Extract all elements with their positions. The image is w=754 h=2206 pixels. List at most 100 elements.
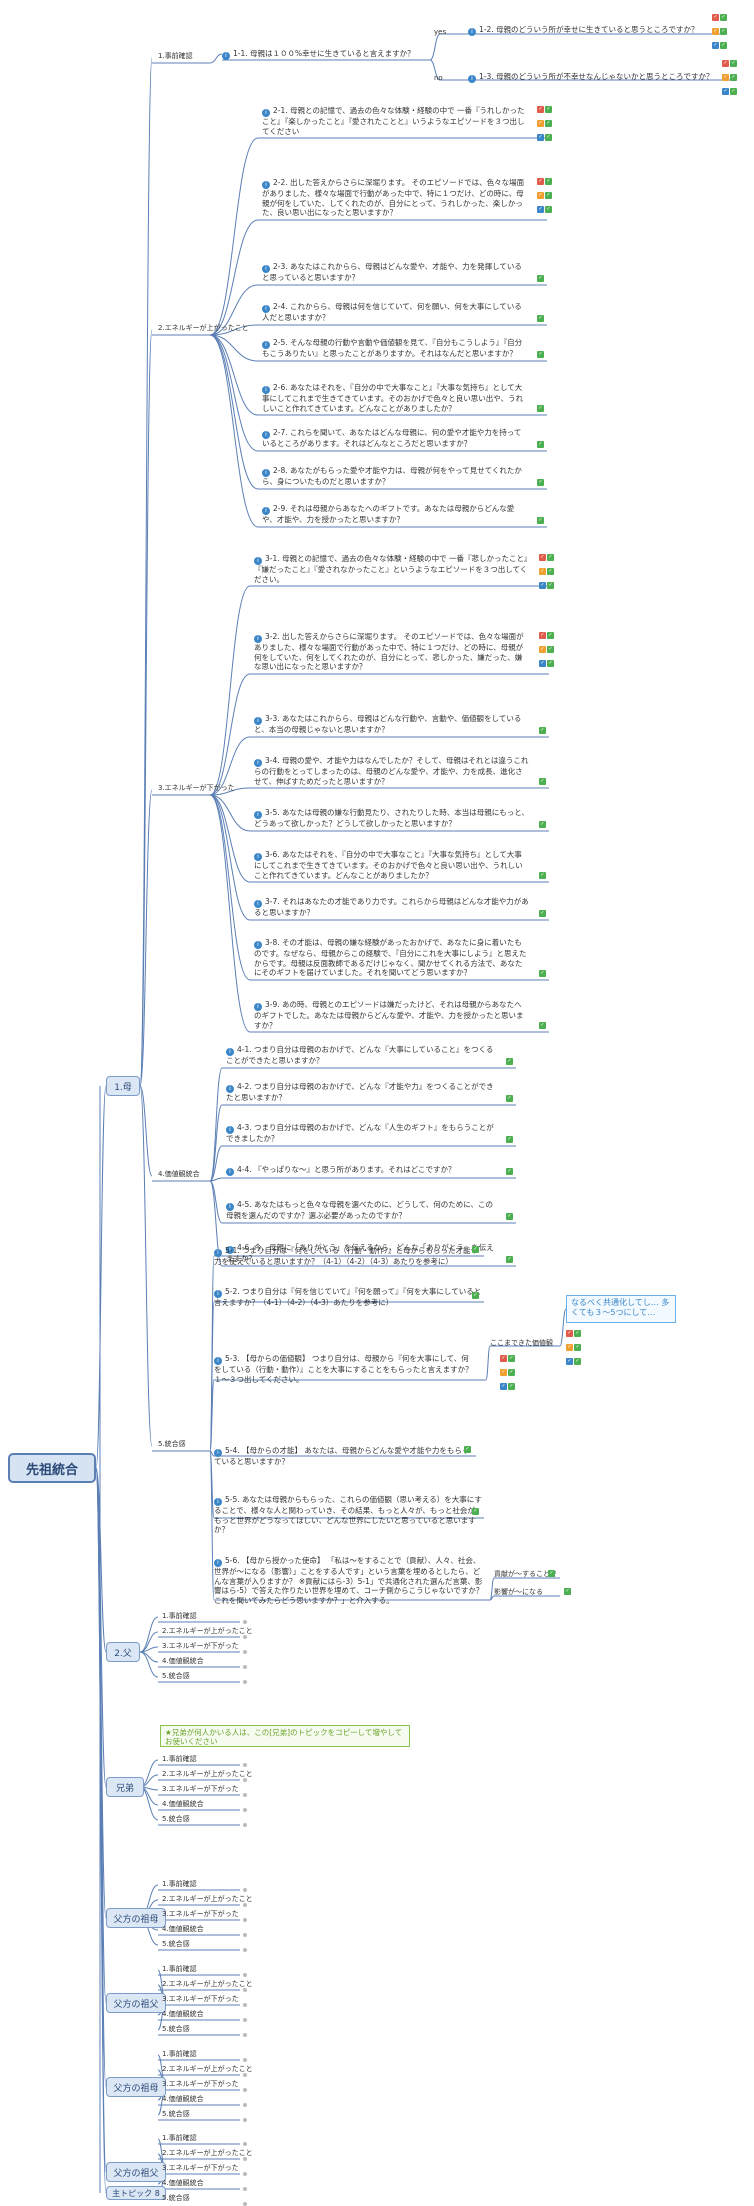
collapse-icon[interactable] (243, 1620, 247, 1624)
sub-section-5[interactable]: 5.統合感 (162, 2110, 190, 2118)
sub-section-3[interactable]: 3.エネルギーが下がった (162, 1995, 239, 2003)
sub-section-5[interactable]: 5.統合感 (162, 1672, 190, 1680)
main-topic-paternal-grandfather-1[interactable]: 父方の祖父 (106, 1993, 166, 2013)
root-topic[interactable]: 先祖統合 (8, 1453, 96, 1483)
mother-sec-2[interactable]: 2.エネルギーが上がったこと (158, 324, 249, 332)
collapse-icon[interactable] (243, 1665, 247, 1669)
collapse-icon[interactable] (243, 1763, 247, 1767)
sub-section-4[interactable]: 4.価値観統合 (162, 2179, 204, 2187)
sub-section-2[interactable]: 2.エネルギーが上がったこと (162, 1980, 253, 1988)
q-1-1-yes[interactable]: yes (434, 28, 447, 36)
collapse-icon[interactable] (243, 1903, 247, 1907)
sub-section-1[interactable]: 1.事前確認 (162, 2050, 197, 2058)
q-1-1-no[interactable]: no (434, 74, 443, 82)
sub-section-3[interactable]: 3.エネルギーが下がった (162, 2080, 239, 2088)
collapse-icon[interactable] (243, 2187, 247, 2191)
collapse-icon[interactable] (243, 2142, 247, 2146)
collapse-icon[interactable] (243, 1650, 247, 1654)
collapse-icon[interactable] (243, 1918, 247, 1922)
collapse-icon[interactable] (243, 2118, 247, 2122)
sub-section-2[interactable]: 2.エネルギーが上がったこと (162, 1895, 253, 1903)
sub-section-5[interactable]: 5.統合感 (162, 2194, 190, 2202)
sub-section-3[interactable]: 3.エネルギーが下がった (162, 1785, 239, 1793)
sub-section-3[interactable]: 3.エネルギーが下がった (162, 2164, 239, 2172)
mother-sec-4[interactable]: 4.価値観統合 (158, 1170, 200, 1178)
sub-section-2[interactable]: 2.エネルギーが上がったこと (162, 1770, 253, 1778)
collapse-icon[interactable] (243, 1778, 247, 1782)
main-topic-8[interactable]: 主トピック 8 (106, 2186, 166, 2200)
collapse-icon[interactable] (243, 1948, 247, 1952)
collapse-icon[interactable] (243, 1888, 247, 1892)
main-topic-paternal-grandfather-2[interactable]: 父方の祖父 (106, 2162, 166, 2182)
collapse-icon[interactable] (243, 1973, 247, 1977)
main-topic-paternal-grandmother-1[interactable]: 父方の祖母 (106, 1908, 166, 1928)
main-topic-mother[interactable]: 1.母 (106, 1076, 140, 1096)
sub-section-1[interactable]: 1.事前確認 (162, 1880, 197, 1888)
q-5-3-values-label[interactable]: ここまできた価値観 (490, 1339, 553, 1347)
sub-section-1[interactable]: 1.事前確認 (162, 1612, 197, 1620)
sub-section-4[interactable]: 4.価値観統合 (162, 2095, 204, 2103)
collapse-icon[interactable] (243, 2103, 247, 2107)
collapse-icon[interactable] (243, 2073, 247, 2077)
mother-sec-1[interactable]: 1.事前確認 (158, 52, 193, 60)
collapse-icon[interactable] (243, 2033, 247, 2037)
sub-section-1[interactable]: 1.事前確認 (162, 2134, 197, 2142)
sub-section-3[interactable]: 3.エネルギーが下がった (162, 1910, 239, 1918)
main-topic-paternal-grandmother-2[interactable]: 父方の祖母 (106, 2077, 166, 2097)
sub-section-2[interactable]: 2.エネルギーが上がったこと (162, 2065, 253, 2073)
collapse-icon[interactable] (243, 2003, 247, 2007)
collapse-icon[interactable] (243, 2172, 247, 2176)
sub-section-5[interactable]: 5.統合感 (162, 1815, 190, 1823)
collapse-icon[interactable] (243, 1680, 247, 1684)
collapse-icon[interactable] (243, 1635, 247, 1639)
sub-section-4[interactable]: 4.価値観統合 (162, 1925, 204, 1933)
q-5-6-impact[interactable]: 影響が〜になる (494, 1588, 543, 1596)
collapse-icon[interactable] (243, 1808, 247, 1812)
collapse-icon[interactable] (243, 2058, 247, 2062)
sub-section-2[interactable]: 2.エネルギーが上がったこと (162, 2149, 253, 2157)
mother-sec-5[interactable]: 5.統合感 (158, 1440, 186, 1448)
sub-section-4[interactable]: 4.価値観統合 (162, 1657, 204, 1665)
sub-section-5[interactable]: 5.統合感 (162, 1940, 190, 1948)
sub-section-3[interactable]: 3.エネルギーが下がった (162, 1642, 239, 1650)
collapse-icon[interactable] (243, 2088, 247, 2092)
mother-sec-3[interactable]: 3.エネルギーが下がった (158, 784, 235, 792)
collapse-icon[interactable] (243, 2018, 247, 2022)
sub-section-4[interactable]: 4.価値観統合 (162, 1800, 204, 1808)
sub-section-1[interactable]: 1.事前確認 (162, 1965, 197, 1973)
main-topic-father[interactable]: 2.父 (106, 1642, 140, 1662)
sub-section-2[interactable]: 2.エネルギーが上がったこと (162, 1627, 253, 1635)
collapse-icon[interactable] (243, 1823, 247, 1827)
